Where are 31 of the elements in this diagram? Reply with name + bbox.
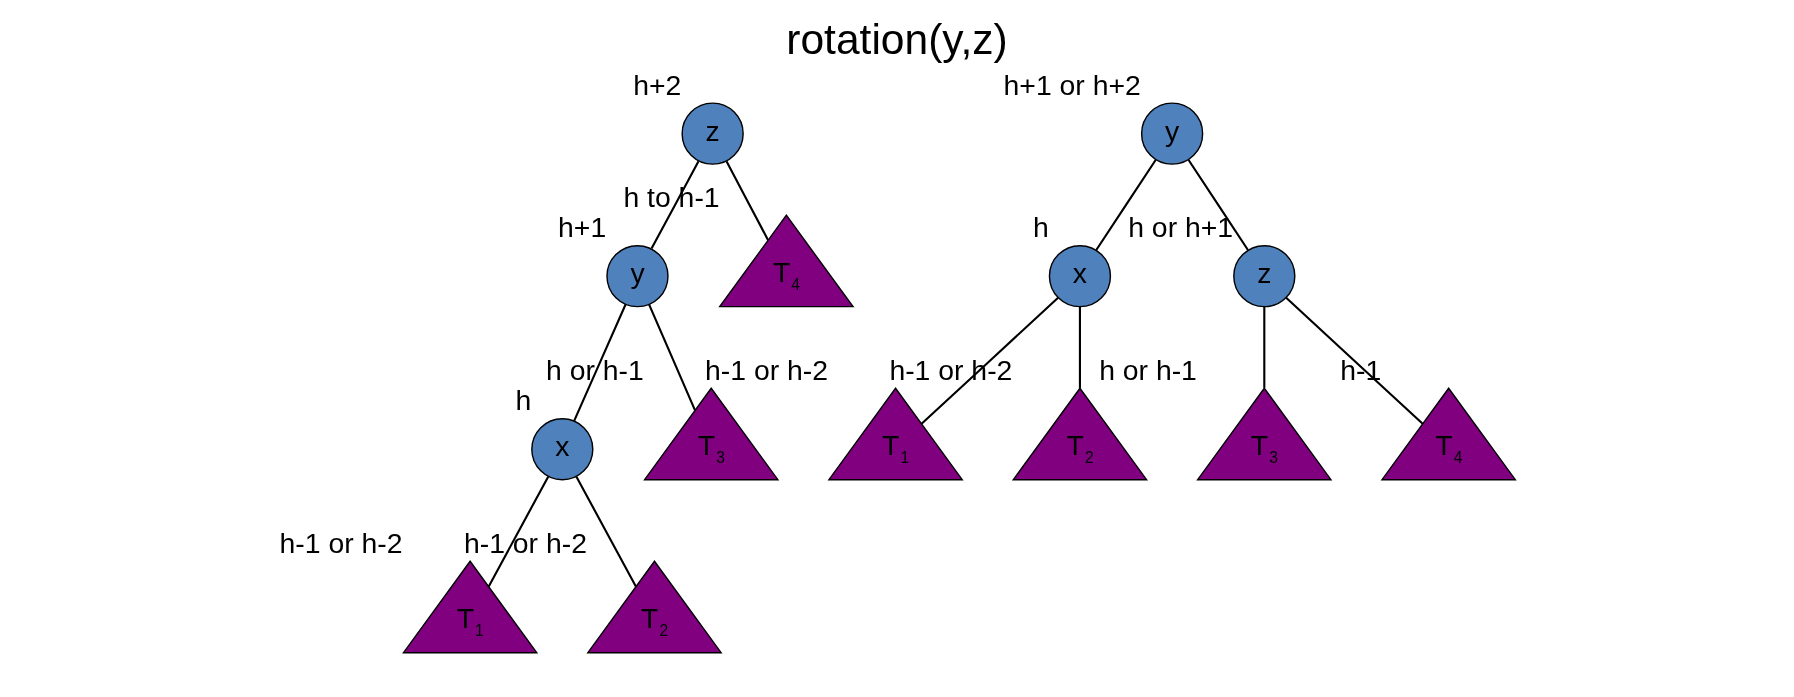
connector: [1078, 306, 1081, 388]
node-label: h: [515, 384, 532, 417]
connector: [650, 160, 700, 250]
connector: [573, 304, 627, 422]
node-circle: y: [1140, 102, 1204, 165]
node-label: h to h-1: [623, 180, 720, 213]
connector: [1285, 297, 1424, 425]
node-circle: x: [531, 418, 594, 481]
node-label: h or h-1: [546, 353, 644, 386]
node-label: h+1 or h+2: [1003, 68, 1141, 101]
node-label: h-1 or h-2: [279, 526, 403, 559]
node-label: h: [1033, 211, 1049, 244]
node-circle: y: [606, 244, 669, 308]
diagram-title: rotation(y,z): [786, 14, 1008, 63]
node-circle: x: [1048, 244, 1112, 308]
node-label: h+2: [633, 68, 682, 101]
node-label: h+1: [558, 211, 607, 244]
connector: [1187, 159, 1249, 251]
connector: [1263, 306, 1266, 388]
node-circle: z: [1233, 244, 1296, 308]
connector: [1095, 159, 1157, 251]
connector: [575, 475, 637, 587]
connector: [725, 160, 770, 241]
node-label: h or h+1: [1128, 211, 1234, 244]
node-label: h or h-1: [1099, 353, 1197, 386]
connector: [648, 304, 696, 411]
node-circle: z: [681, 102, 744, 165]
node-label: h-1 or h-2: [463, 526, 587, 559]
connector: [487, 475, 550, 587]
connector: [920, 297, 1059, 425]
node-label: h-1 or h-2: [705, 353, 828, 386]
